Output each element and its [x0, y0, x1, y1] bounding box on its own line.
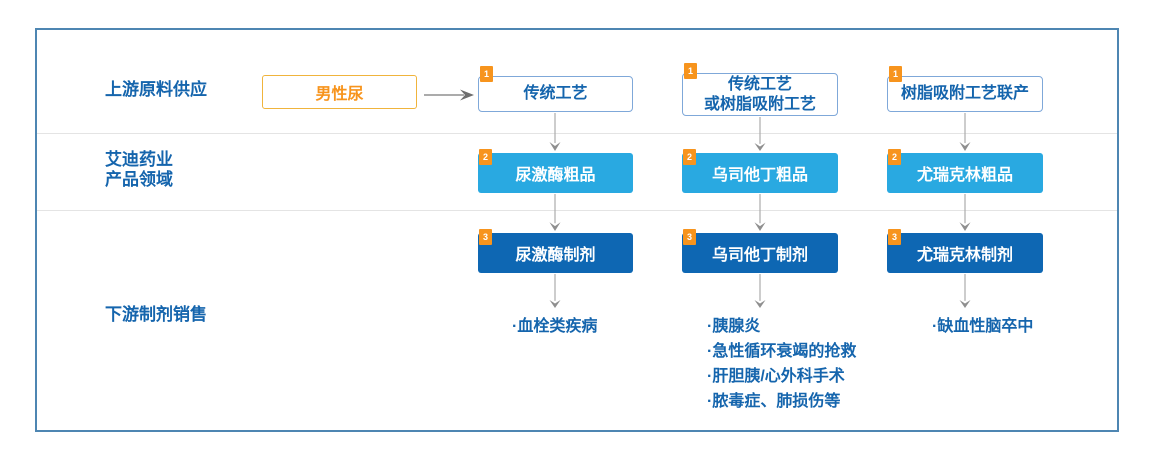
- step-badge: 2: [479, 149, 492, 165]
- arrow-down-icon: [754, 274, 766, 308]
- arrow-down-icon: [549, 274, 561, 308]
- crude-box-urokinase: 2 尿激酶粗品: [478, 149, 633, 193]
- arrow-down-icon: [549, 194, 561, 231]
- formulation-box-ulinastatin: 3 乌司他丁制剂: [682, 229, 838, 273]
- indications-kallidinogenase: ·缺血性脑卒中: [932, 314, 1033, 339]
- formulation-label: 乌司他丁制剂: [711, 247, 808, 264]
- source-material-box: 男性尿: [262, 75, 417, 109]
- crude-box-kallidinogenase: 2 尤瑞克林粗品: [887, 149, 1043, 193]
- step-badge: 2: [888, 149, 901, 165]
- indication-item: ·急性循环衰竭的抢救: [707, 343, 857, 360]
- indication-item: ·缺血性脑卒中: [932, 318, 1034, 335]
- arrow-down-icon: [754, 117, 766, 151]
- section-divider: [37, 133, 1117, 134]
- step-badge: 1: [684, 63, 697, 79]
- indication-item: ·血栓类疾病: [512, 318, 598, 335]
- formulation-label: 尿激酶制剂: [515, 247, 596, 264]
- formulation-label: 尤瑞克林制剂: [916, 247, 1013, 264]
- process-label: 传统工艺: [523, 85, 588, 102]
- arrow-down-icon: [549, 113, 561, 151]
- company-section-label: 艾迪药业 产品领域: [105, 150, 173, 190]
- step-badge: 1: [480, 66, 493, 82]
- step-badge: 2: [683, 149, 696, 165]
- step-badge: 3: [683, 229, 696, 245]
- company-section-label-line2: 产品领域: [105, 170, 173, 189]
- indication-item: ·胰腺炎: [707, 318, 761, 335]
- process-label: 树脂吸附工艺联产: [900, 85, 1029, 102]
- formulation-box-kallidinogenase: 3 尤瑞克林制剂: [887, 229, 1043, 273]
- formulation-box-urokinase: 3 尿激酶制剂: [478, 229, 633, 273]
- arrow-right-icon: [424, 89, 474, 101]
- upstream-section-label: 上游原料供应: [105, 80, 207, 99]
- step-badge: 1: [889, 66, 902, 82]
- company-section-label-line1: 艾迪药业: [105, 150, 173, 169]
- process-label-line2: 或树脂吸附工艺: [703, 95, 816, 113]
- arrow-down-icon: [959, 274, 971, 308]
- section-divider: [37, 210, 1117, 211]
- arrow-down-icon: [959, 113, 971, 151]
- indication-item: ·肝胆胰/心外科手术: [707, 368, 845, 385]
- process-box-kallidinogenase: 1 树脂吸附工艺联产: [887, 66, 1043, 112]
- source-material-label: 男性尿: [315, 86, 364, 103]
- crude-label: 尿激酶粗品: [515, 167, 596, 184]
- crude-box-ulinastatin: 2 乌司他丁粗品: [682, 149, 838, 193]
- process-label-line1: 传统工艺: [727, 75, 792, 93]
- indications-ulinastatin: ·胰腺炎 ·急性循环衰竭的抢救 ·肝胆胰/心外科手术 ·脓毒症、肺损伤等: [707, 314, 856, 414]
- indications-urokinase: ·血栓类疾病: [512, 314, 597, 339]
- indication-item: ·脓毒症、肺损伤等: [707, 393, 841, 410]
- arrow-down-icon: [959, 194, 971, 231]
- step-badge: 3: [888, 229, 901, 245]
- arrow-down-icon: [754, 194, 766, 231]
- crude-label: 乌司他丁粗品: [711, 167, 808, 184]
- process-box-urokinase: 1 传统工艺: [478, 66, 633, 112]
- process-box-ulinastatin: 1 传统工艺 或树脂吸附工艺: [682, 63, 838, 116]
- step-badge: 3: [479, 229, 492, 245]
- crude-label: 尤瑞克林粗品: [916, 167, 1013, 184]
- downstream-section-label: 下游制剂销售: [105, 305, 207, 324]
